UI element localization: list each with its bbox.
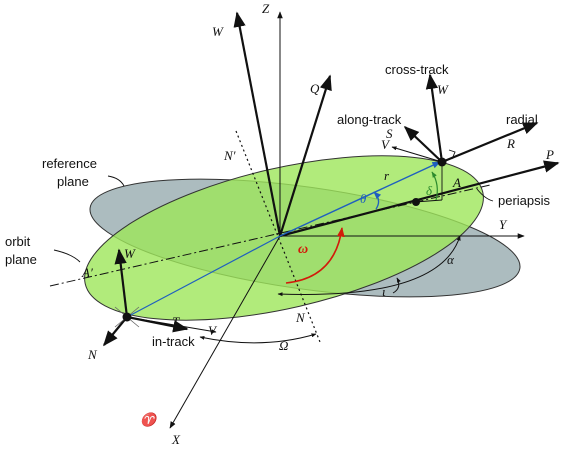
a-prime-symbol: A′	[81, 265, 93, 280]
satellite-upper	[437, 157, 447, 167]
v-lower-symbol: V	[208, 323, 218, 338]
theta-symbol: θ	[360, 191, 367, 206]
delta-symbol: δ	[426, 183, 433, 198]
along-track-vector	[403, 125, 443, 163]
reference-plane-label-2: plane	[57, 174, 89, 189]
omega-node-symbol: Ω	[279, 338, 288, 353]
iota-symbol: ι	[382, 284, 386, 299]
periapsis-label: periapsis	[498, 193, 551, 208]
satellite-lower	[122, 312, 132, 322]
n-lower-symbol: N	[87, 347, 98, 362]
in-track-label: in-track	[152, 334, 195, 349]
v-vector-lower	[126, 316, 217, 334]
inclination-arc	[392, 277, 401, 294]
radius-vector	[279, 161, 441, 237]
w-lower-symbol: W	[124, 246, 136, 261]
theta-arc	[373, 191, 382, 210]
w-axis-top	[233, 11, 282, 237]
n-prime-symbol: N′	[223, 148, 236, 163]
alpha-symbol: α	[447, 252, 455, 267]
x-axis	[169, 235, 281, 429]
orbit-plane-label: orbit	[5, 234, 31, 249]
x-axis-symbol: X	[171, 432, 181, 447]
q-axis	[278, 74, 332, 237]
aries-symbol: ♈	[140, 412, 159, 427]
omega-node-arc	[199, 333, 317, 344]
w-satellite-symbol: W	[437, 82, 449, 97]
periapsis-point	[412, 198, 420, 206]
a-symbol: A	[452, 175, 461, 190]
n-vector-lower	[103, 316, 128, 347]
orbit-plane-label-2: plane	[5, 252, 37, 267]
velocity-vector-top	[391, 146, 443, 163]
alpha-arc	[277, 235, 461, 297]
w-top-symbol: W	[212, 24, 224, 39]
s-symbol: S	[386, 126, 393, 141]
z-axis-symbol: Z	[262, 1, 270, 16]
cross-track-vector	[425, 73, 444, 163]
right-angle-mark	[448, 149, 456, 160]
delta-arc	[431, 171, 438, 201]
reference-plane-leader	[107, 175, 125, 187]
w-vector-lower	[114, 248, 129, 318]
orbit-plane-leader	[53, 249, 81, 263]
omega-symbol: ω	[298, 242, 308, 257]
n-node-symbol: N	[295, 310, 306, 325]
radial-vector	[441, 121, 539, 164]
q-symbol: Q	[310, 81, 320, 96]
r-symbol: r	[384, 168, 390, 183]
periapsis-leader	[476, 188, 494, 202]
v-satellite-symbol: V	[381, 137, 391, 152]
p-symbol: P	[545, 147, 554, 162]
r-capital-symbol: R	[506, 136, 515, 151]
y-axis-symbol: Y	[499, 217, 508, 232]
radius-line-lower	[126, 235, 281, 318]
along-track-label: along-track	[337, 112, 402, 127]
cross-track-label: cross-track	[385, 62, 449, 77]
radial-label: radial	[506, 112, 538, 127]
t-symbol: T	[172, 314, 180, 329]
reference-plane-label: reference	[42, 156, 97, 171]
